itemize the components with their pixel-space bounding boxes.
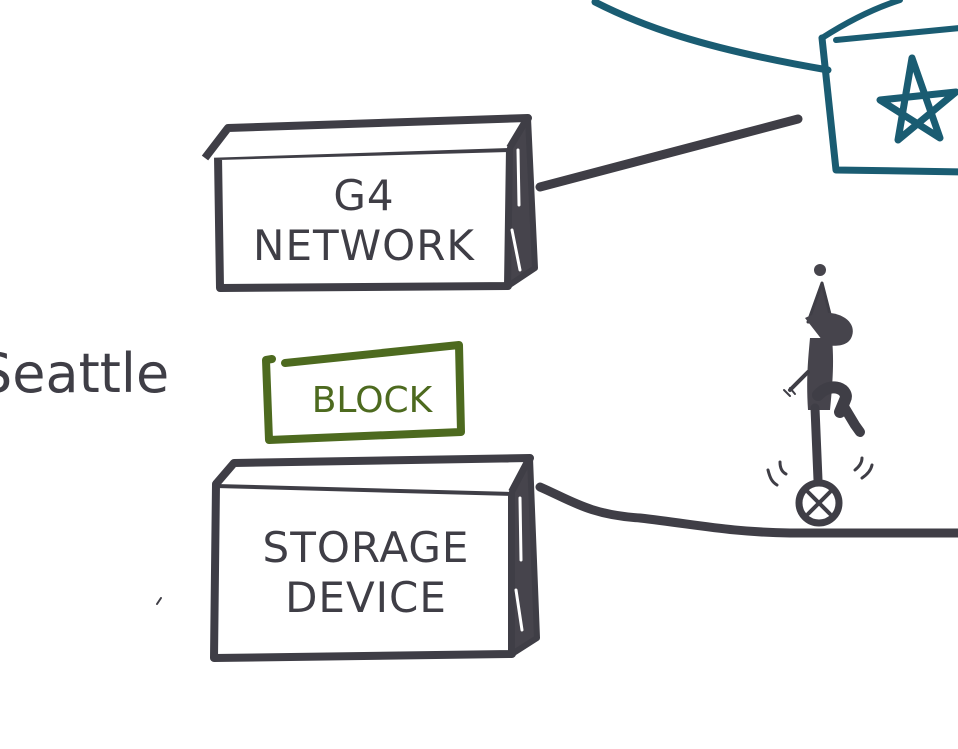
block-box: BLOCK <box>262 341 465 444</box>
network-box-line2: NETWORK <box>253 221 475 270</box>
network-box: G4 NETWORK <box>201 114 538 292</box>
storage-to-ground-line <box>535 482 958 538</box>
storage-box-line1: STORAGE <box>263 523 470 572</box>
star-building-icon <box>591 0 958 176</box>
storage-box-line2: DEVICE <box>285 573 447 622</box>
place-label: Seattle <box>0 342 169 405</box>
network-to-building-line <box>535 114 803 192</box>
pen-mark <box>156 597 162 605</box>
unicyclist-icon <box>766 264 874 527</box>
network-box-line1: G4 <box>333 171 394 220</box>
storage-box: STORAGE DEVICE <box>210 454 540 662</box>
block-box-label: BLOCK <box>312 380 434 421</box>
